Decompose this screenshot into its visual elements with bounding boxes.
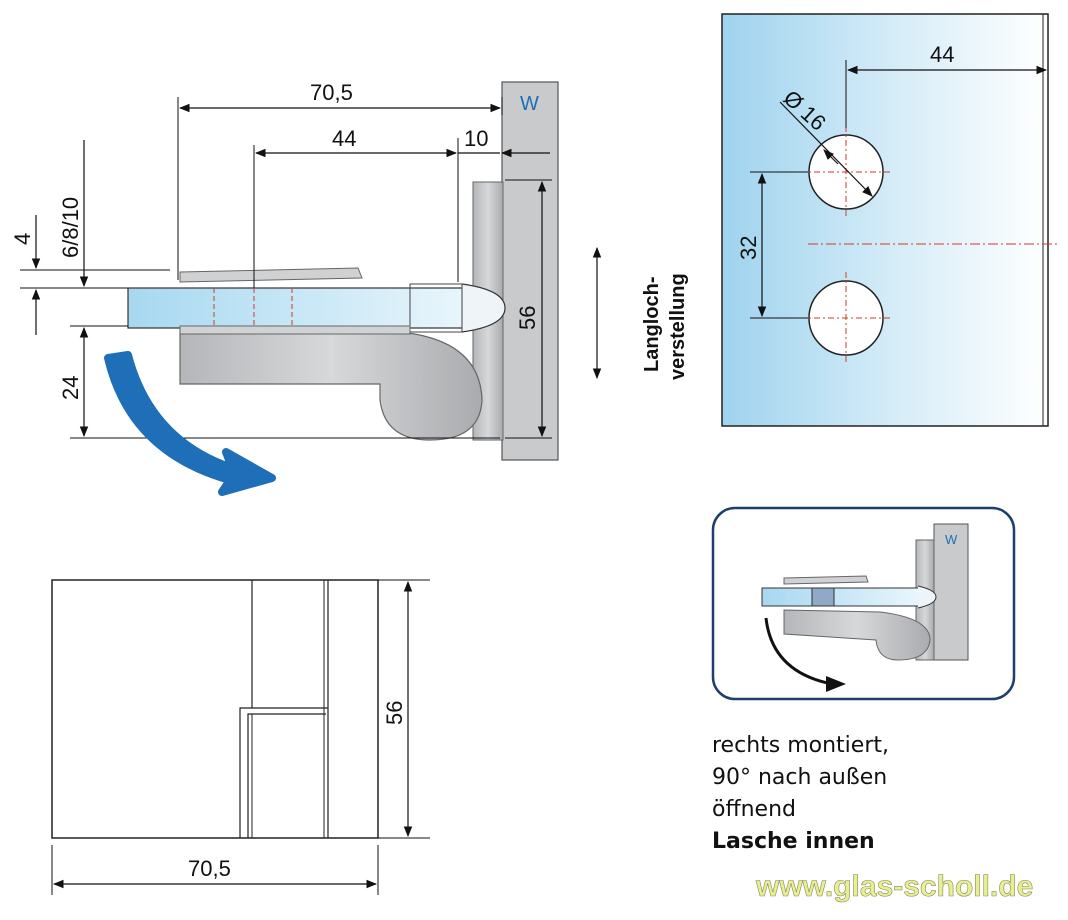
seal-gasket	[461, 283, 506, 333]
dim-height-label: 56	[515, 306, 540, 330]
caption-line-1: rechts montiert,	[712, 733, 889, 758]
side-dim-width-label: 70,5	[188, 856, 231, 881]
side-view-drawing: 56 70,5	[51, 579, 430, 895]
hinge-body	[179, 329, 483, 441]
plate-dim-axis-label: 44	[930, 42, 954, 67]
inset-glass	[761, 587, 923, 607]
upper-clamp-plate	[179, 267, 363, 283]
side-dim-height-label: 56	[382, 701, 407, 725]
dim-axis-label: 44	[332, 126, 356, 151]
dim-drop-label: 24	[58, 376, 83, 400]
top-view-drawing: W 70,5 44 10 56	[10, 80, 689, 496]
caption-line-4: Lasche innen	[712, 829, 875, 854]
caption-line-3: öffnend	[712, 797, 796, 822]
glass-plate	[721, 13, 1049, 427]
plate-dim-spacing-label: 32	[736, 236, 761, 260]
opening-direction-arrow	[104, 351, 276, 496]
glass-plate-drawing: 44 Ø 16 32	[721, 13, 1058, 427]
wall-mounting-plate	[501, 81, 559, 461]
inset-hinge-marker: W	[945, 532, 958, 547]
slot-label-line2: verstellung	[667, 273, 689, 380]
clamp-insert	[409, 283, 463, 333]
dim-four-label: 4	[10, 233, 35, 245]
side-view-outline	[51, 579, 379, 839]
dim-thickness-label: 6/8/10	[58, 197, 83, 258]
dim-offset-label: 10	[464, 126, 488, 151]
slot-label-line1: Langloch-	[641, 276, 663, 372]
mounting-inset: W	[711, 506, 1016, 701]
hinge-marker-w: W	[520, 93, 539, 115]
glass-pane-section	[127, 287, 474, 329]
dim-total-label: 70,5	[310, 80, 353, 105]
lower-clamp-plate	[179, 325, 411, 335]
inset-opening-arrow	[764, 617, 833, 686]
caption-line-2: 90° nach außen	[712, 765, 887, 790]
watermark: www.glas-scholl.de	[755, 870, 1033, 903]
